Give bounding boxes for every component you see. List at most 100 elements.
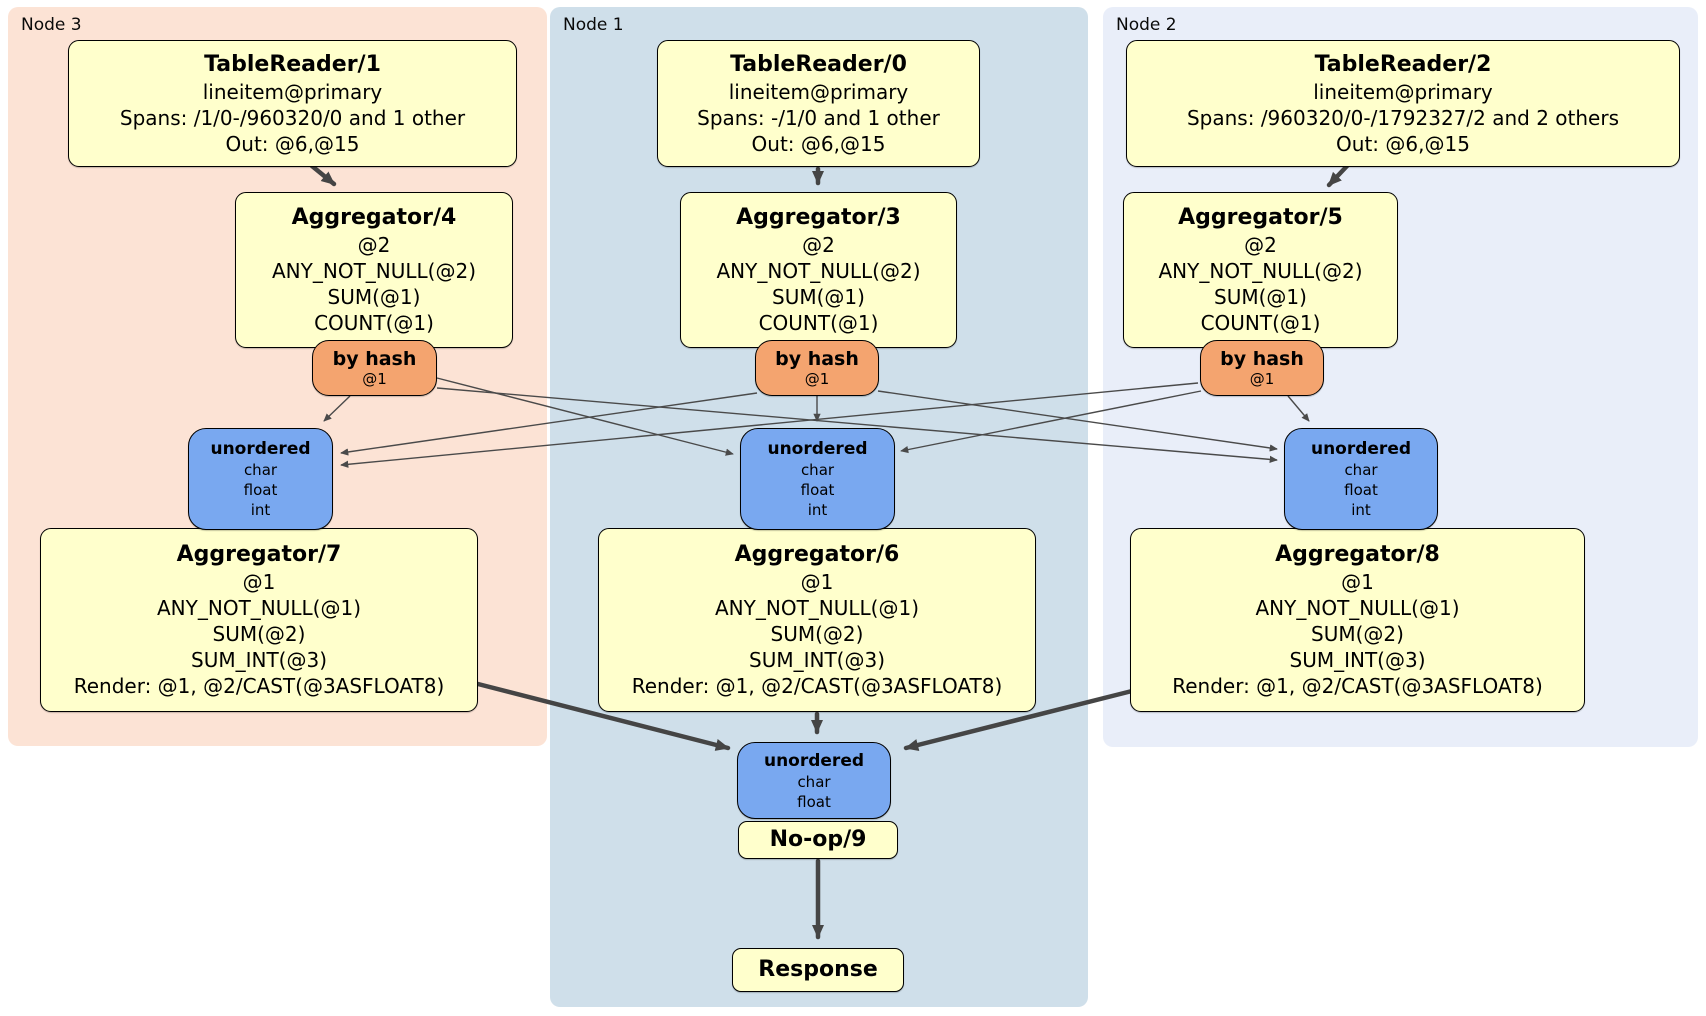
edge-hash3-un1 (436, 377, 734, 456)
sync-unordered-node1: unordered char float int (740, 428, 895, 530)
processor-row: Out: @6,@15 (1336, 131, 1470, 156)
sync-row: int (807, 501, 828, 519)
processor-row: ANY_NOT_NULL(@1) (715, 596, 919, 620)
edge-hash5-un1 (900, 390, 1202, 454)
edge-tr2-agg5 (1326, 163, 1350, 188)
processor-row: SUM(@1) (772, 285, 865, 309)
edge-hash5-un3 (340, 382, 1199, 468)
sync-unordered-node3: unordered char float int (188, 428, 333, 530)
sync-title: unordered (767, 439, 868, 459)
node-1-label: Node 1 (563, 15, 624, 35)
processor-row: ANY_NOT_NULL(@2) (1158, 259, 1363, 283)
processor-row: SUM(@2) (212, 622, 306, 646)
processor-row: Spans: /960320/0-/1792327/2 and 2 others (1186, 105, 1619, 130)
processor-row: @2 (1244, 233, 1277, 257)
processor-row: Spans: /1/0-/960320/0 and 1 other (119, 105, 466, 130)
sync-title: unordered (1310, 439, 1412, 459)
sync-row: char (800, 461, 835, 479)
processor-row: lineitem@primary (202, 79, 383, 104)
router-detail: @1 (804, 370, 830, 388)
processor-row: SUM_INT(@3) (1289, 648, 1426, 672)
processor-aggregator-4: Aggregator/4 @2 ANY_NOT_NULL(@2) SUM(@1)… (235, 192, 513, 348)
processor-row: SUM_INT(@3) (191, 648, 327, 672)
processor-aggregator-6: Aggregator/6 @1 ANY_NOT_NULL(@1) SUM(@2)… (598, 528, 1036, 712)
router-title: by hash (332, 348, 417, 370)
processor-row: lineitem@primary (1313, 79, 1493, 104)
processor-aggregator-5: Aggregator/5 @2 ANY_NOT_NULL(@2) SUM(@1)… (1123, 192, 1398, 348)
processor-row: SUM_INT(@3) (749, 648, 885, 672)
edge-tr1-agg4 (309, 163, 337, 187)
processor-title: TableReader/0 (730, 51, 907, 77)
edge-hash1-un3 (340, 392, 758, 456)
edge-hash3-un3 (323, 395, 351, 422)
processor-row: Out: @6,@15 (751, 131, 886, 156)
sync-title: unordered (763, 750, 865, 771)
processor-row: SUM(@2) (1311, 622, 1404, 646)
sync-title: unordered (210, 439, 311, 459)
processor-row: ANY_NOT_NULL(@1) (1255, 596, 1460, 620)
processor-row: @2 (802, 233, 835, 257)
processor-row: Render: @1, @2/CAST(@3ASFLOAT8) (631, 674, 1003, 698)
processor-row: Render: @1, @2/CAST(@3ASFLOAT8) (1172, 674, 1543, 698)
sync-row: int (1351, 501, 1371, 519)
processor-row: @1 (242, 570, 276, 594)
node-2-label: Node 2 (1116, 15, 1177, 35)
processor-aggregator-7: Aggregator/7 @1 ANY_NOT_NULL(@1) SUM(@2)… (40, 528, 478, 712)
processor-noop-9: No-op/9 (738, 821, 898, 859)
processor-title: Aggregator/8 (1275, 542, 1440, 567)
processor-title: Aggregator/6 (734, 542, 900, 567)
processor-row: Spans: -/1/0 and 1 other (697, 105, 940, 130)
processor-title: TableReader/2 (1314, 51, 1492, 77)
processor-row: Out: @6,@15 (225, 131, 360, 156)
edge-hash3-un2 (436, 387, 1278, 464)
edge-agg7-unfinal (475, 681, 731, 751)
processor-aggregator-3: Aggregator/3 @2 ANY_NOT_NULL(@2) SUM(@1)… (680, 192, 957, 348)
edge-agg8-unfinal (903, 688, 1135, 751)
processor-row: ANY_NOT_NULL(@2) (272, 259, 476, 283)
processor-row: COUNT(@1) (314, 311, 434, 335)
processor-row: SUM(@2) (770, 622, 864, 646)
processor-title: Aggregator/3 (736, 205, 901, 230)
processor-tablereader-1: TableReader/1 lineitem@primary Spans: /1… (68, 40, 517, 167)
processor-row: COUNT(@1) (758, 311, 879, 335)
sync-row: float (1344, 481, 1378, 499)
processor-row: @2 (357, 233, 391, 257)
router-title: by hash (1220, 348, 1304, 370)
processor-title: Aggregator/5 (1178, 205, 1343, 230)
router-by-hash-node2: by hash @1 (1200, 340, 1324, 396)
processor-row: @1 (800, 570, 834, 594)
sync-row: float (797, 792, 831, 811)
processor-row: SUM(@1) (1214, 285, 1307, 309)
router-detail: @1 (1249, 370, 1275, 388)
router-by-hash-node3: by hash @1 (312, 340, 437, 396)
sync-row: float (800, 481, 835, 499)
processor-row: Render: @1, @2/CAST(@3ASFLOAT8) (73, 674, 445, 698)
processor-response: Response (732, 948, 904, 992)
processor-tablereader-0: TableReader/0 lineitem@primary Spans: -/… (657, 40, 980, 167)
processor-row: ANY_NOT_NULL(@1) (157, 596, 361, 620)
processor-row: ANY_NOT_NULL(@2) (716, 259, 921, 283)
node-3-label: Node 3 (21, 15, 82, 35)
sync-row: char (1344, 461, 1378, 479)
sync-row: char (797, 772, 831, 791)
router-title: by hash (775, 348, 859, 370)
processor-title: Response (758, 957, 878, 982)
edge-hash5-un2 (1287, 395, 1310, 422)
processor-title: No-op/9 (769, 827, 867, 852)
processor-row: SUM(@1) (327, 285, 421, 309)
sync-row: char (243, 461, 278, 479)
processor-title: TableReader/1 (204, 51, 381, 77)
processor-row: @1 (1341, 570, 1374, 594)
sync-row: int (250, 501, 271, 519)
router-detail: @1 (362, 370, 387, 388)
processor-title: Aggregator/4 (291, 205, 457, 230)
processor-tablereader-2: TableReader/2 lineitem@primary Spans: /9… (1126, 40, 1680, 167)
processor-title: Aggregator/7 (176, 542, 342, 567)
sync-unordered-node2: unordered char float int (1284, 428, 1438, 530)
edge-hash1-un2 (877, 390, 1278, 452)
processor-aggregator-8: Aggregator/8 @1 ANY_NOT_NULL(@1) SUM(@2)… (1130, 528, 1585, 712)
router-by-hash-node1: by hash @1 (755, 340, 879, 396)
sync-unordered-final: unordered char float (737, 742, 891, 819)
